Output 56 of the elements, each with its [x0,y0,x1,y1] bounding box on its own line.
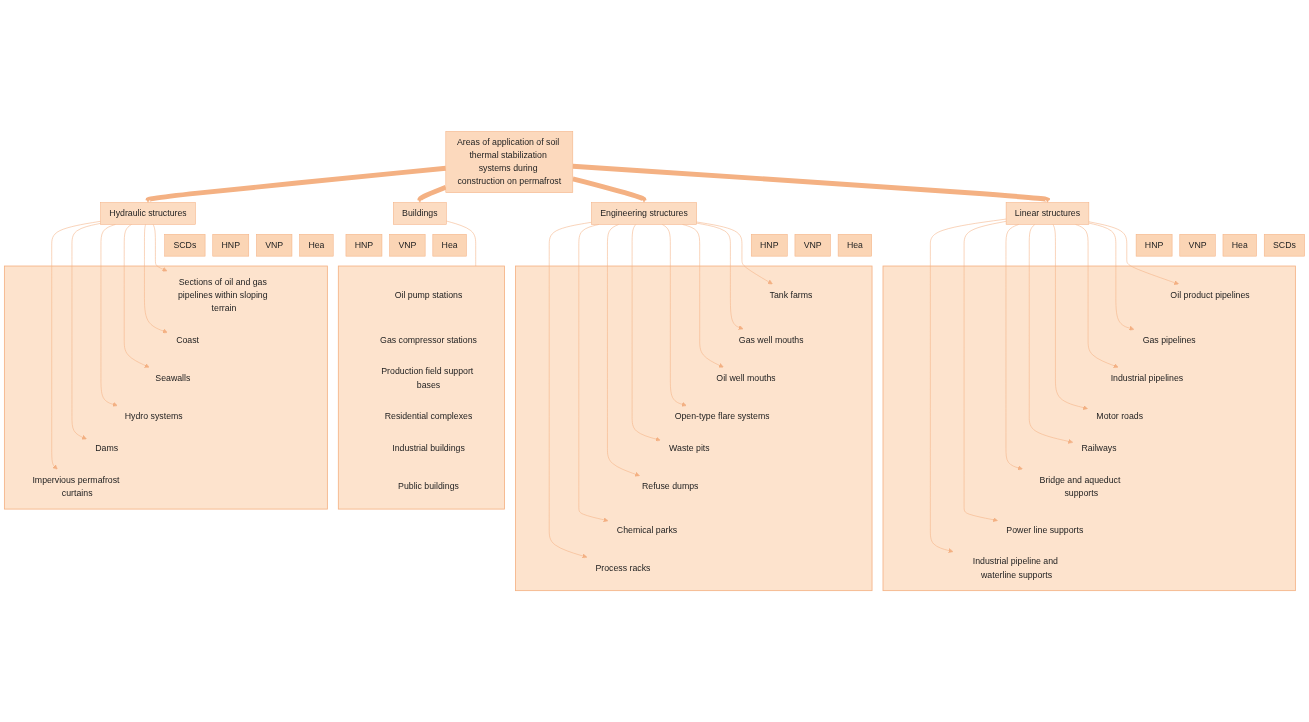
node-text: Power line supports [1006,524,1084,535]
node-box: Areas of application of soil thermal stabilization systems during construction on permafrost [445,131,574,193]
arrow [417,184,447,203]
node-text: Chemical parks [616,524,678,535]
arrow [572,176,647,203]
node-text: Industrial pipeline and waterline supports [972,556,1058,580]
node-box: SCDs [164,234,206,257]
connector [446,220,476,267]
node-box: HNP [345,234,383,257]
node-box: HNP [212,234,250,257]
node-box: Hea [1222,234,1257,257]
arrow [145,165,447,203]
node-text: Gas well mouths [738,335,804,345]
node-text: Seawalls [155,373,191,383]
cluster [515,265,873,592]
node-box: VNP [256,234,293,257]
node-box: Hea [432,234,467,257]
node-text: Gas pipelines [1142,335,1196,345]
node-text: Waste pits [669,443,710,453]
node-text: Process racks [595,563,651,573]
node-box: Linear structures [1005,202,1090,225]
node-text: Coast [176,335,200,345]
node-text: Oil pump stations [394,290,463,300]
node-text: Residential complexes [384,411,473,421]
node-text: Railways [1081,443,1117,453]
node-box: Buildings [393,202,447,225]
node-text: Gas compressor stations [380,335,477,345]
cluster [3,265,328,510]
node-box: VNP [389,234,426,257]
node-text: Bridge and aqueduct supports [1039,475,1121,498]
node-box: Hea [837,234,872,257]
node-text: Industrial pipelines [1110,373,1184,383]
node-text: Oil well mouths [716,373,776,383]
node-text: Dams [95,443,119,453]
node-text: Impervious permafrost curtains [32,475,120,498]
node-box: HNP [750,234,788,257]
node-text: Open-type flare systems [674,411,770,421]
node-text: Hydro systems [124,411,183,421]
node-box: Hydraulic structures [100,202,196,225]
arrow [572,163,1050,203]
node-text: Oil product pipelines [1170,290,1250,300]
node-text: Production field support bases [381,366,474,390]
node-text: Tank farms [769,290,813,300]
node-text: Refuse dumps [641,481,699,492]
node-box: VNP [1179,234,1216,257]
node-box: Engineering structures [591,202,697,225]
node-text: Sections of oil and gas pipelines within sloping terrain [177,276,268,313]
node-box: VNP [794,234,831,257]
cluster [337,265,505,510]
node-text: Industrial buildings [392,443,465,453]
node-text: Motor roads [1096,411,1144,421]
node-box: Hea [299,234,334,257]
node-box: HNP [1135,234,1173,257]
node-box: SCDs [1263,234,1305,257]
cluster [882,265,1296,592]
node-text: Public buildings [398,481,459,492]
